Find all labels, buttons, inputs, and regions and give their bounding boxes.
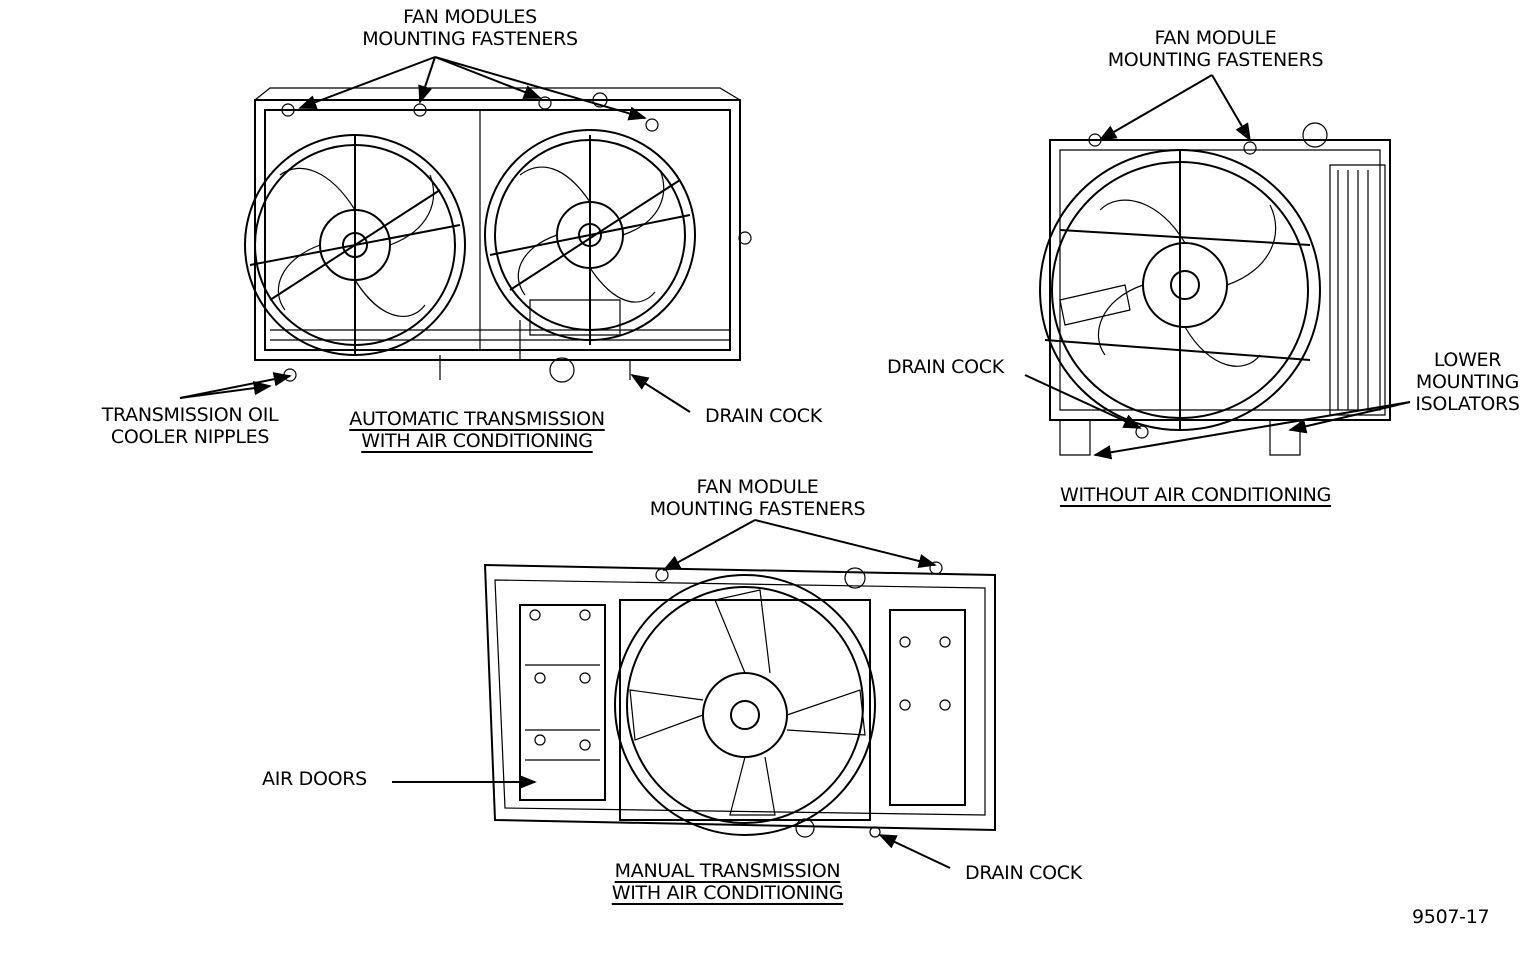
label-line: TRANSMISSION OIL [101,404,279,426]
air-doors-label: AIR DOORS [262,768,367,790]
label-line: ISOLATORS [1415,393,1520,415]
manual-trans-radiator-drawing [483,561,996,838]
auto-trans-ac-caption: AUTOMATIC TRANSMISSION WITH AIR CONDITIO… [322,408,632,452]
label-line: MOUNTING FASTENERS [1107,49,1324,71]
label-line: MOUNTING FASTENERS [649,498,866,520]
dual-fan-radiator-drawing [244,87,752,383]
fan-module-fasteners-label-manual: FAN MODULE MOUNTING FASTENERS [630,476,885,520]
label-line: LOWER [1433,349,1502,371]
without-ac-caption: WITHOUT AIR CONDITIONING [1060,484,1332,506]
drain-cock-label-manual: DRAIN COCK [965,862,1082,884]
drain-cock-label-no-ac: DRAIN COCK [887,356,1004,378]
transmission-oil-cooler-nipples-label: TRANSMISSION OIL COOLER NIPPLES [80,404,300,448]
leader-lines [179,56,1411,869]
lower-mounting-isolators-label: LOWER MOUNTING ISOLATORS [1405,349,1530,415]
label-line: FAN MODULE [1154,27,1277,49]
label-line: COOLER NIPPLES [110,426,270,448]
caption-line: WITH AIR CONDITIONING [361,430,593,452]
caption-line: WITH AIR CONDITIONING [611,882,844,904]
fan-module-fasteners-label-no-ac: FAN MODULE MOUNTING FASTENERS [1088,27,1343,71]
caption-line: MANUAL TRANSMISSION [614,860,841,882]
fan-modules-fasteners-label: FAN MODULES MOUNTING FASTENERS [345,6,595,50]
drain-cock-label-auto: DRAIN COCK [705,405,822,427]
label-line: FAN MODULE [696,476,819,498]
caption-line: AUTOMATIC TRANSMISSION [349,408,605,430]
figure-id: 9507-17 [1412,906,1490,928]
label-line: MOUNTING [1415,371,1520,393]
manual-trans-ac-caption: MANUAL TRANSMISSION WITH AIR CONDITIONIN… [585,860,870,904]
label-line: FAN MODULES [403,6,537,28]
label-line: MOUNTING FASTENERS [362,28,578,50]
single-fan-radiator-drawing [1039,122,1391,456]
